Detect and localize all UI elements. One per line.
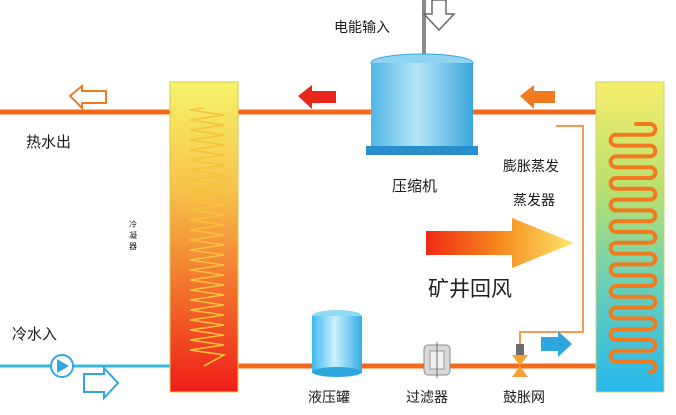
expansion-valve-icon: [512, 344, 528, 377]
hot-water-out-label: 热水出: [26, 133, 72, 151]
tank-bottom: [312, 367, 362, 377]
cold-water-in-label: 冷水入: [12, 325, 58, 343]
flow-arrow-blue: [541, 331, 572, 357]
condenser: [169, 81, 239, 393]
power-input-label: 电能输入: [334, 20, 390, 36]
refrigerant-pipes: [0, 109, 596, 369]
power-input-arrow: [422, 0, 456, 32]
return-air-arrow: [426, 218, 574, 268]
expansion-capillary: [519, 125, 584, 352]
liquid-tank: [312, 316, 362, 372]
flow-arrow-orange: [520, 85, 555, 109]
expansion-valve-label: 鼓胀网: [503, 390, 545, 406]
cold-water-in-arrow: [83, 365, 120, 401]
condenser-label: 冷凝器: [129, 220, 137, 251]
mine-return-air-label: 矿井回风: [428, 277, 512, 301]
condenser-coil: [189, 107, 227, 367]
filter-icon: [423, 342, 451, 378]
compressor-label: 压缩机: [392, 177, 438, 195]
filter-label: 过滤器: [406, 390, 448, 406]
flow-arrow-red: [298, 85, 336, 109]
compressor-body: [371, 63, 473, 148]
hot-water-out-arrow: [68, 83, 107, 111]
pump-icon: [50, 354, 74, 378]
expansion-evaporator-label-1: 膨胀蒸发: [503, 159, 559, 175]
compressor-base: [366, 146, 478, 155]
power-stem: [422, 0, 426, 56]
evaporator-coil: [608, 122, 658, 375]
liquid-tank-label: 液压罐: [308, 390, 350, 406]
expansion-evaporator-label-2: 蒸发器: [513, 193, 555, 209]
